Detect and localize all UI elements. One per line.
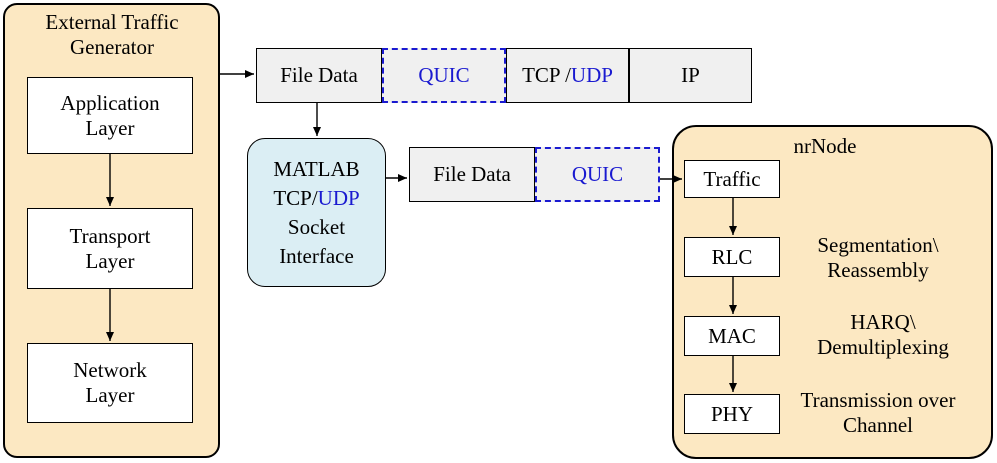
transport-layer-box: Transport Layer (27, 208, 193, 289)
traffic-block: Traffic (684, 160, 780, 198)
application-layer-box: Application Layer (27, 77, 193, 154)
socket-line-tcp-udp: TCP/UDP (273, 185, 360, 210)
socket-line-matlab: MATLAB (273, 156, 360, 181)
rlc-block: RLC (684, 237, 780, 277)
matlab-socket-interface-box: MATLAB TCP/UDP Socket Interface (247, 138, 386, 287)
phy-block: PHY (684, 394, 780, 434)
mid-file-data-field: File Data (409, 147, 535, 202)
top-file-data-field: File Data (256, 48, 382, 103)
nrnode-title: nrNode (793, 134, 857, 158)
socket-line-socket: Socket (287, 214, 346, 239)
tcp-label: TCP / (522, 63, 571, 87)
mac-note: HARQ\ Demultiplexing (817, 310, 949, 359)
top-ip-field: IP (629, 48, 752, 103)
udp-label: UDP (570, 63, 613, 87)
application-layer-label: Application Layer (60, 90, 160, 140)
mid-quic-field: QUIC (535, 147, 660, 202)
network-layer-box: Network Layer (27, 343, 193, 423)
network-layer-label: Network Layer (73, 358, 147, 407)
top-tcp-udp-field: TCP /UDP (506, 48, 629, 103)
generator-title: External Traffic Generator (45, 10, 179, 59)
transport-layer-label: Transport Layer (69, 223, 151, 273)
rlc-note: Segmentation\ Reassembly (817, 233, 939, 282)
socket-line-interface: Interface (279, 243, 354, 268)
phy-note: Transmission over Channel (800, 388, 956, 437)
mac-block: MAC (684, 316, 780, 356)
top-quic-field: QUIC (382, 48, 506, 103)
